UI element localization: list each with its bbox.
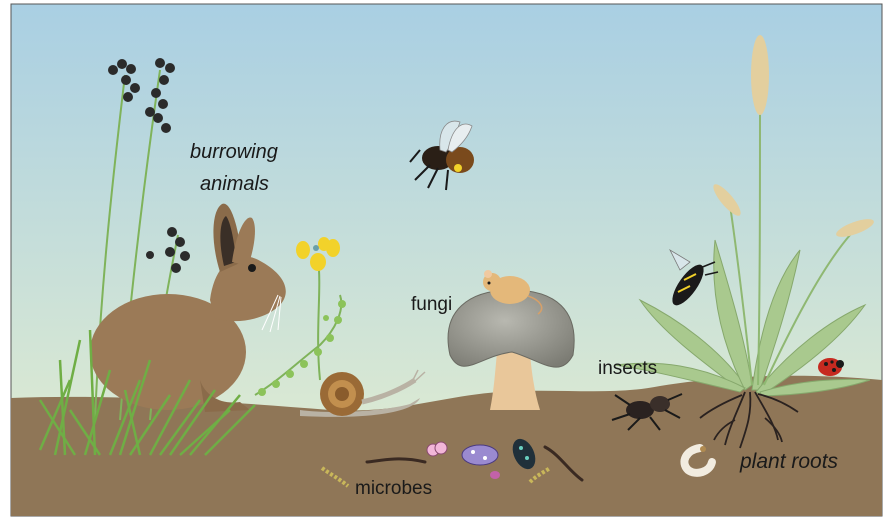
label-animals: animals (200, 173, 269, 195)
plantain-flower-spike (751, 35, 769, 115)
label-plant-roots: plant roots (739, 450, 839, 473)
label-insects: insects (598, 358, 657, 379)
label-fungi: fungi (411, 294, 452, 315)
label-microbes: microbes (355, 478, 432, 499)
label-burrowing: burrowing (190, 141, 278, 163)
